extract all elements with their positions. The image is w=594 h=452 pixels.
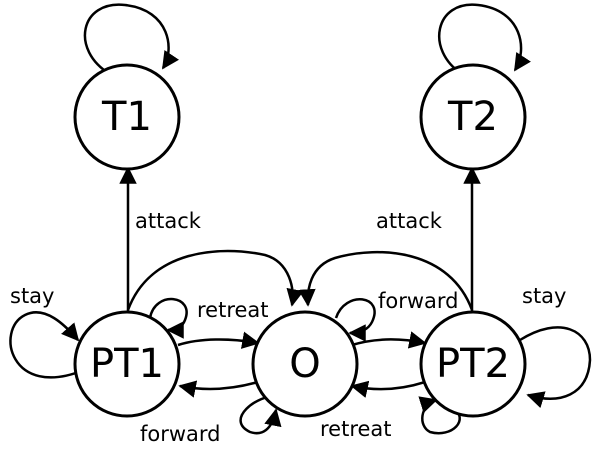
self-loop-o-top — [334, 298, 376, 342]
self-loop-t2 — [437, 3, 531, 76]
self-loop-o-bottom — [239, 393, 282, 435]
edge-o-pt2 — [351, 331, 427, 349]
self-loop-pt1 — [9, 311, 85, 379]
edge-label-stay-left: stay — [10, 284, 54, 308]
node-t2-label: T2 — [447, 94, 498, 140]
self-loop-pt2-bottom — [418, 396, 461, 435]
node-pt1-label: PT1 — [90, 341, 164, 387]
node-t1-label: T1 — [101, 94, 152, 140]
self-loop-t1 — [83, 3, 180, 76]
node-o-label: O — [289, 341, 320, 387]
edge-label-retreat-bottom: retreat — [320, 417, 392, 441]
edge-label-attack-left: attack — [135, 209, 202, 233]
node-pt2: PT2 — [419, 310, 527, 418]
edge-label-attack-right: attack — [376, 209, 443, 233]
node-o: O — [251, 310, 359, 418]
node-pt2-label: PT2 — [436, 341, 510, 387]
edge-label-forward-top: forward — [378, 289, 459, 313]
edge-pt2-o — [350, 380, 426, 398]
edge-label-stay-right: stay — [522, 284, 566, 308]
edge-pt2-o-arc — [298, 250, 474, 311]
node-t1: T1 — [73, 63, 181, 171]
edge-pt1-o-arc — [126, 249, 304, 311]
node-pt1: PT1 — [73, 310, 181, 418]
edge-pt1-o — [177, 331, 260, 349]
self-loop-pt1-small — [148, 297, 188, 339]
edge-label-retreat-top: retreat — [197, 298, 269, 322]
self-loop-pt2 — [519, 326, 592, 409]
edge-label-forward-bottom: forward — [140, 422, 221, 446]
node-t2: T2 — [419, 63, 527, 171]
edge-o-pt1 — [178, 380, 259, 398]
